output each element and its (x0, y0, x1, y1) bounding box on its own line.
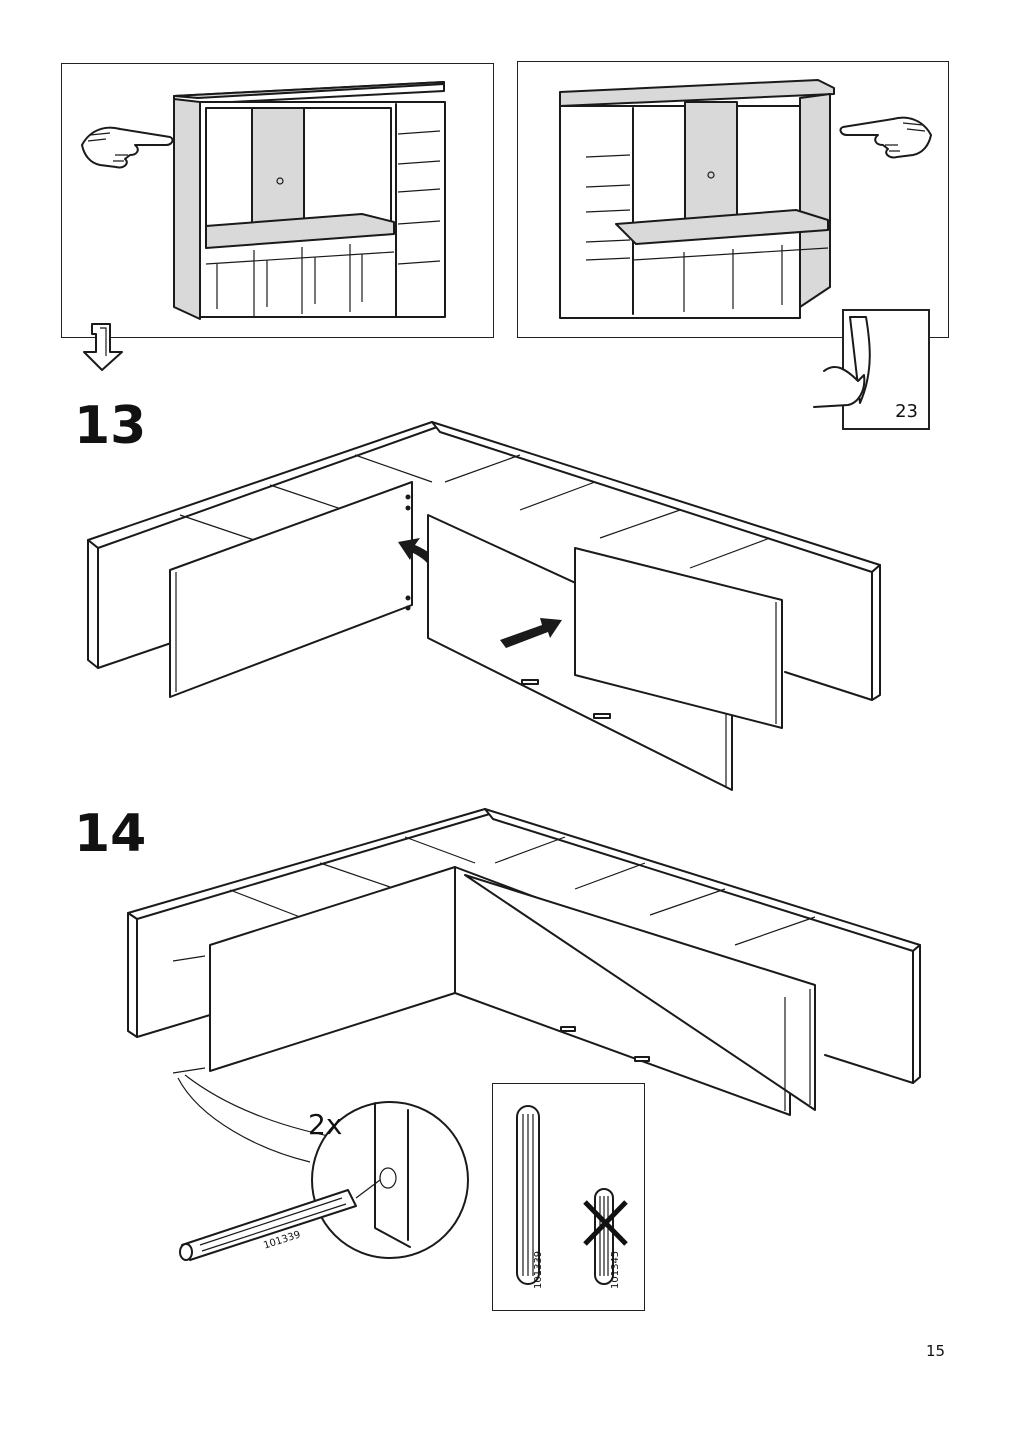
page-ref-label: 23 (895, 401, 918, 422)
turn-page-icon: 23 (813, 309, 930, 430)
wrong-cross-icon (583, 1200, 628, 1246)
step-13-illustration (80, 420, 890, 804)
wrong-dowel-code: 101345 (610, 1250, 621, 1289)
dowel-detail-callout: 2x 101339 (170, 1070, 480, 1284)
shelf-front-illustration (173, 81, 446, 320)
pointing-hand-icon (838, 105, 933, 169)
correct-dowel-code: 101339 (533, 1250, 544, 1289)
step-number: 14 (74, 804, 147, 864)
step-14-illustration (125, 805, 925, 1129)
dowel-icon (516, 1105, 540, 1285)
dowel-icon (179, 1189, 357, 1261)
view-panel-left (61, 63, 494, 338)
step-number: 13 (74, 396, 147, 456)
quantity-label: 2x (308, 1108, 343, 1141)
shelf-back-illustration (559, 79, 835, 319)
page-number: 15 (926, 1342, 946, 1360)
view-panel-right (517, 61, 949, 338)
pointing-hand-icon (80, 115, 175, 179)
flip-down-arrow-icon (82, 320, 127, 379)
dowel-comparison-box: 101339 101345 (492, 1083, 645, 1311)
